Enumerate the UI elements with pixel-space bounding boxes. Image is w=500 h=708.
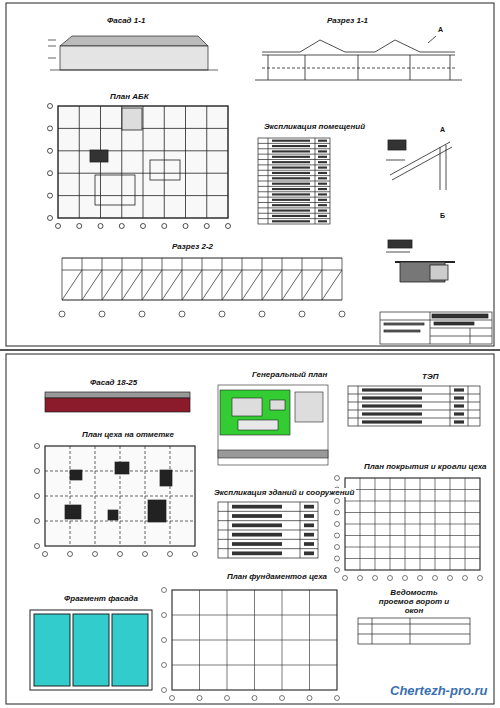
view-title: Фасад 1-1 bbox=[105, 16, 147, 25]
view-title: Ведомость проемов ворот и окон bbox=[372, 588, 456, 616]
watermark: Chertezh-pro.ru bbox=[388, 684, 490, 699]
view-title: План АБК bbox=[108, 92, 151, 101]
view-title: Генеральный план bbox=[250, 370, 329, 379]
view-title: План покрытия и кровли цеха bbox=[362, 462, 489, 471]
view-title: ТЭП bbox=[420, 372, 441, 381]
callout-letter: Б bbox=[438, 212, 447, 220]
view-title: Экспликация помещений bbox=[262, 122, 367, 131]
view-title: План фундаментов цеха bbox=[225, 572, 329, 581]
view-title: Разрез 1-1 bbox=[325, 16, 370, 25]
view-title: План цеха на отметке bbox=[80, 430, 176, 439]
callout-letter: А bbox=[438, 126, 447, 134]
view-title: Фрагмент фасада bbox=[62, 594, 140, 603]
view-title: Экспликация зданий и сооружений bbox=[212, 488, 356, 497]
callout-letter: А bbox=[436, 26, 445, 34]
view-title: Разрез 2-2 bbox=[170, 242, 215, 251]
view-title: Фасад 18-25 bbox=[88, 378, 139, 387]
